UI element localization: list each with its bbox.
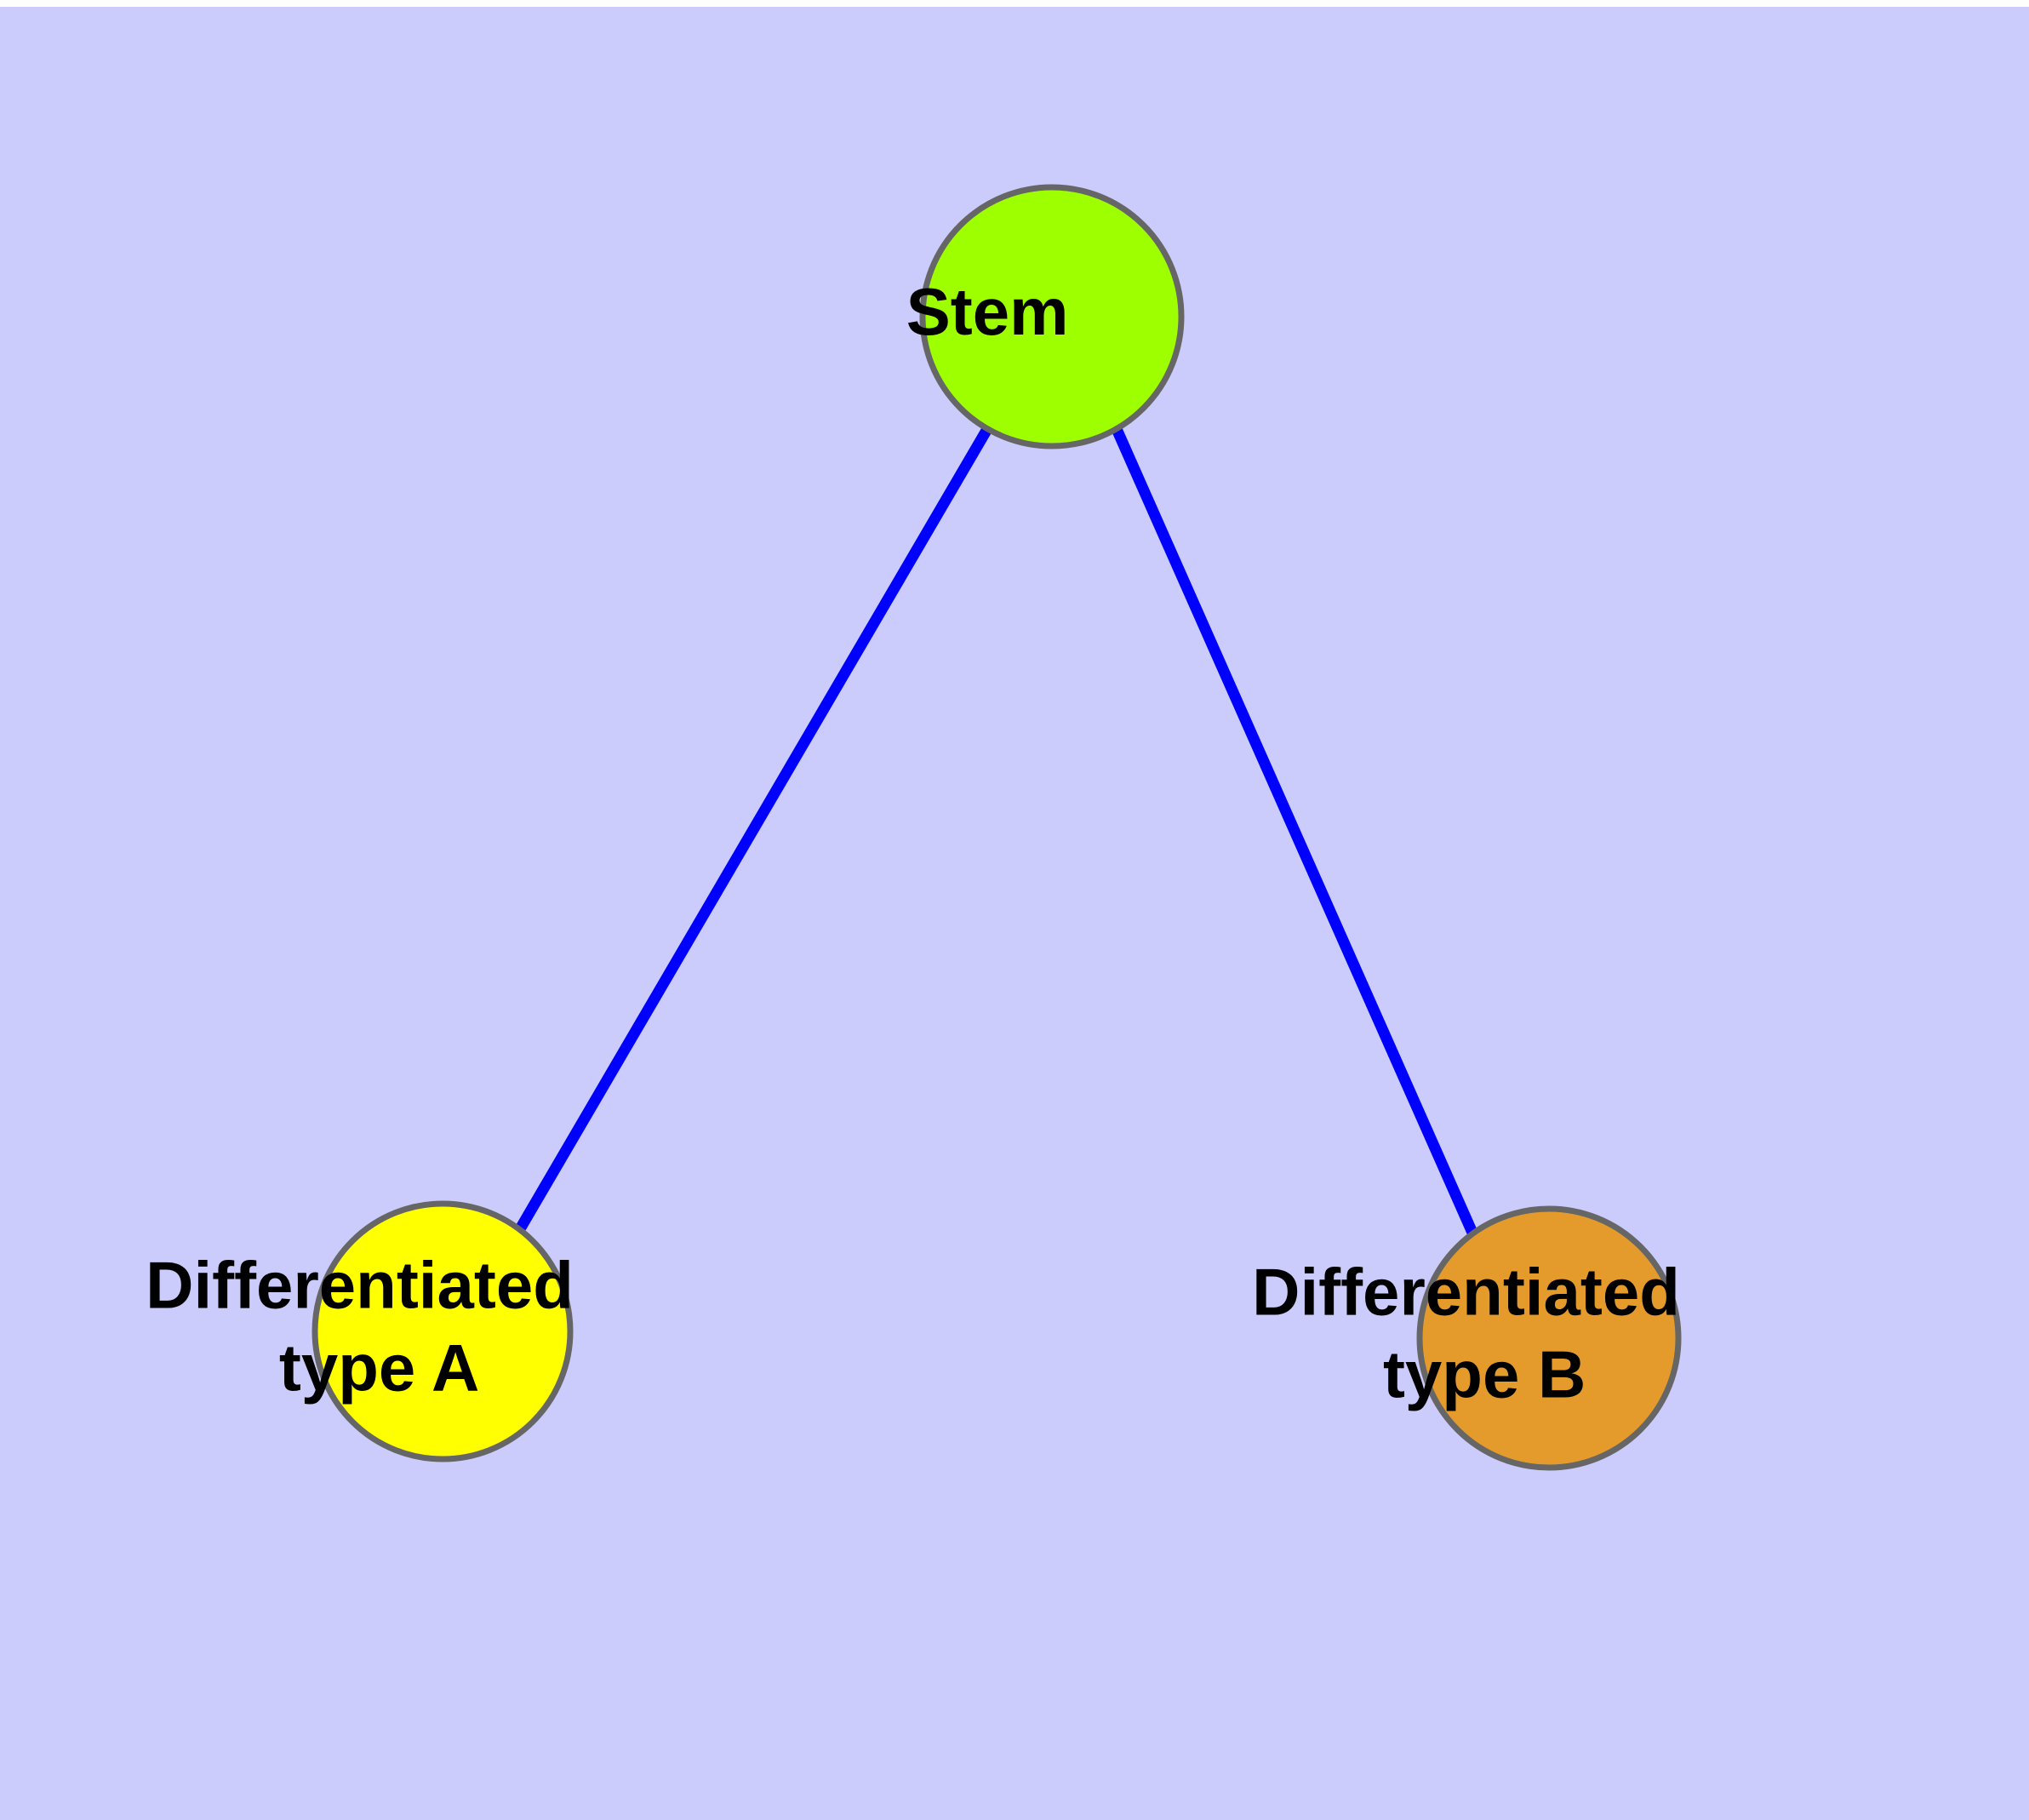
node-label-differentiated-type-a-line-1: Differentiated xyxy=(146,1247,574,1322)
edges-layer xyxy=(516,426,1477,1235)
nodes-layer xyxy=(311,184,1682,1471)
node-differentiated-type-a-circle[interactable] xyxy=(311,1200,574,1462)
node-label-stem-line-1: Stem xyxy=(906,274,1069,349)
node-label-differentiated-type-b-line-2: type B xyxy=(1383,1336,1586,1411)
node-label-differentiated-type-b: Differentiated type B xyxy=(1252,1254,1846,1411)
node-label-differentiated-type-b-line-1: Differentiated xyxy=(1252,1254,1680,1329)
node-differentiated-type-b-circle[interactable] xyxy=(1416,1205,1682,1471)
node-label-differentiated-type-a: Differentiated type A xyxy=(146,1247,740,1405)
labels-layer: Stem Differentiated type A Differentiate… xyxy=(146,274,1846,1412)
edge-stem-to-differentiated-type-a xyxy=(516,426,992,1231)
node-label-stem: Stem xyxy=(906,274,1197,349)
node-stem-circle[interactable] xyxy=(919,184,1185,449)
node-label-differentiated-type-a-line-2: type A xyxy=(279,1330,478,1405)
edge-stem-to-differentiated-type-b xyxy=(1112,426,1477,1235)
